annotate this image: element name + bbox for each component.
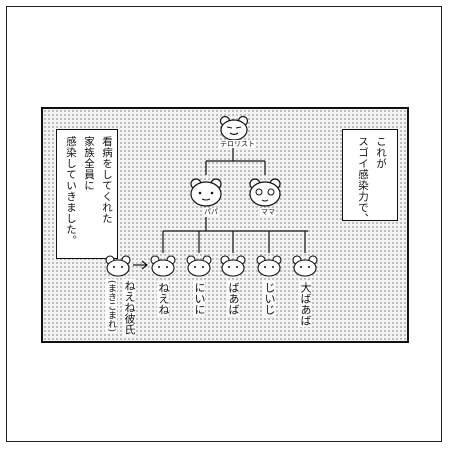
terrorist-hamster-icon xyxy=(218,115,250,141)
label-oobaaba: 大ばあば xyxy=(299,281,312,327)
label-niini: にいに xyxy=(193,281,206,316)
oobaaba-hamster-icon xyxy=(292,255,318,277)
narration-line-5: スゴイ感染力で、 xyxy=(357,136,369,224)
label-neene: ねえね xyxy=(157,281,170,316)
narration-line-2: 家族全員に xyxy=(83,136,95,191)
label-baaba: ばあば xyxy=(227,281,240,316)
baaba-hamster-icon xyxy=(220,255,246,277)
family-tree-lines xyxy=(133,145,308,270)
label-jiiji: じいじ xyxy=(263,281,276,316)
narration-line-3: 感染していきました。 xyxy=(65,136,77,246)
narration-box-left: 看病をしてくれた 家族全員に 感染していきました。 xyxy=(56,129,118,259)
label-papa: パパ xyxy=(203,208,219,216)
mama-hamster-icon xyxy=(247,177,283,207)
papa-hamster-icon xyxy=(188,177,224,207)
boyfriend-hamster-icon xyxy=(105,255,131,277)
label-terrorist: テロリスト xyxy=(219,140,256,148)
narration-line-4: これが xyxy=(375,136,387,169)
narration-box-right: これが スゴイ感染力で、 xyxy=(342,129,398,224)
label-mama: ママ xyxy=(260,208,276,216)
comic-panel: 看病をしてくれた 家族全員に 感染していきました。 これが スゴイ感染力で、 テ… xyxy=(41,107,409,343)
neene-hamster-icon xyxy=(150,255,176,277)
label-involved-note: (まきこまれ) xyxy=(105,279,117,334)
narration-line-1: 看病をしてくれた xyxy=(101,136,113,224)
jiiji-hamster-icon xyxy=(256,255,282,277)
niini-hamster-icon xyxy=(186,255,212,277)
label-boyfriend: ねえね彼氏 xyxy=(123,279,136,336)
